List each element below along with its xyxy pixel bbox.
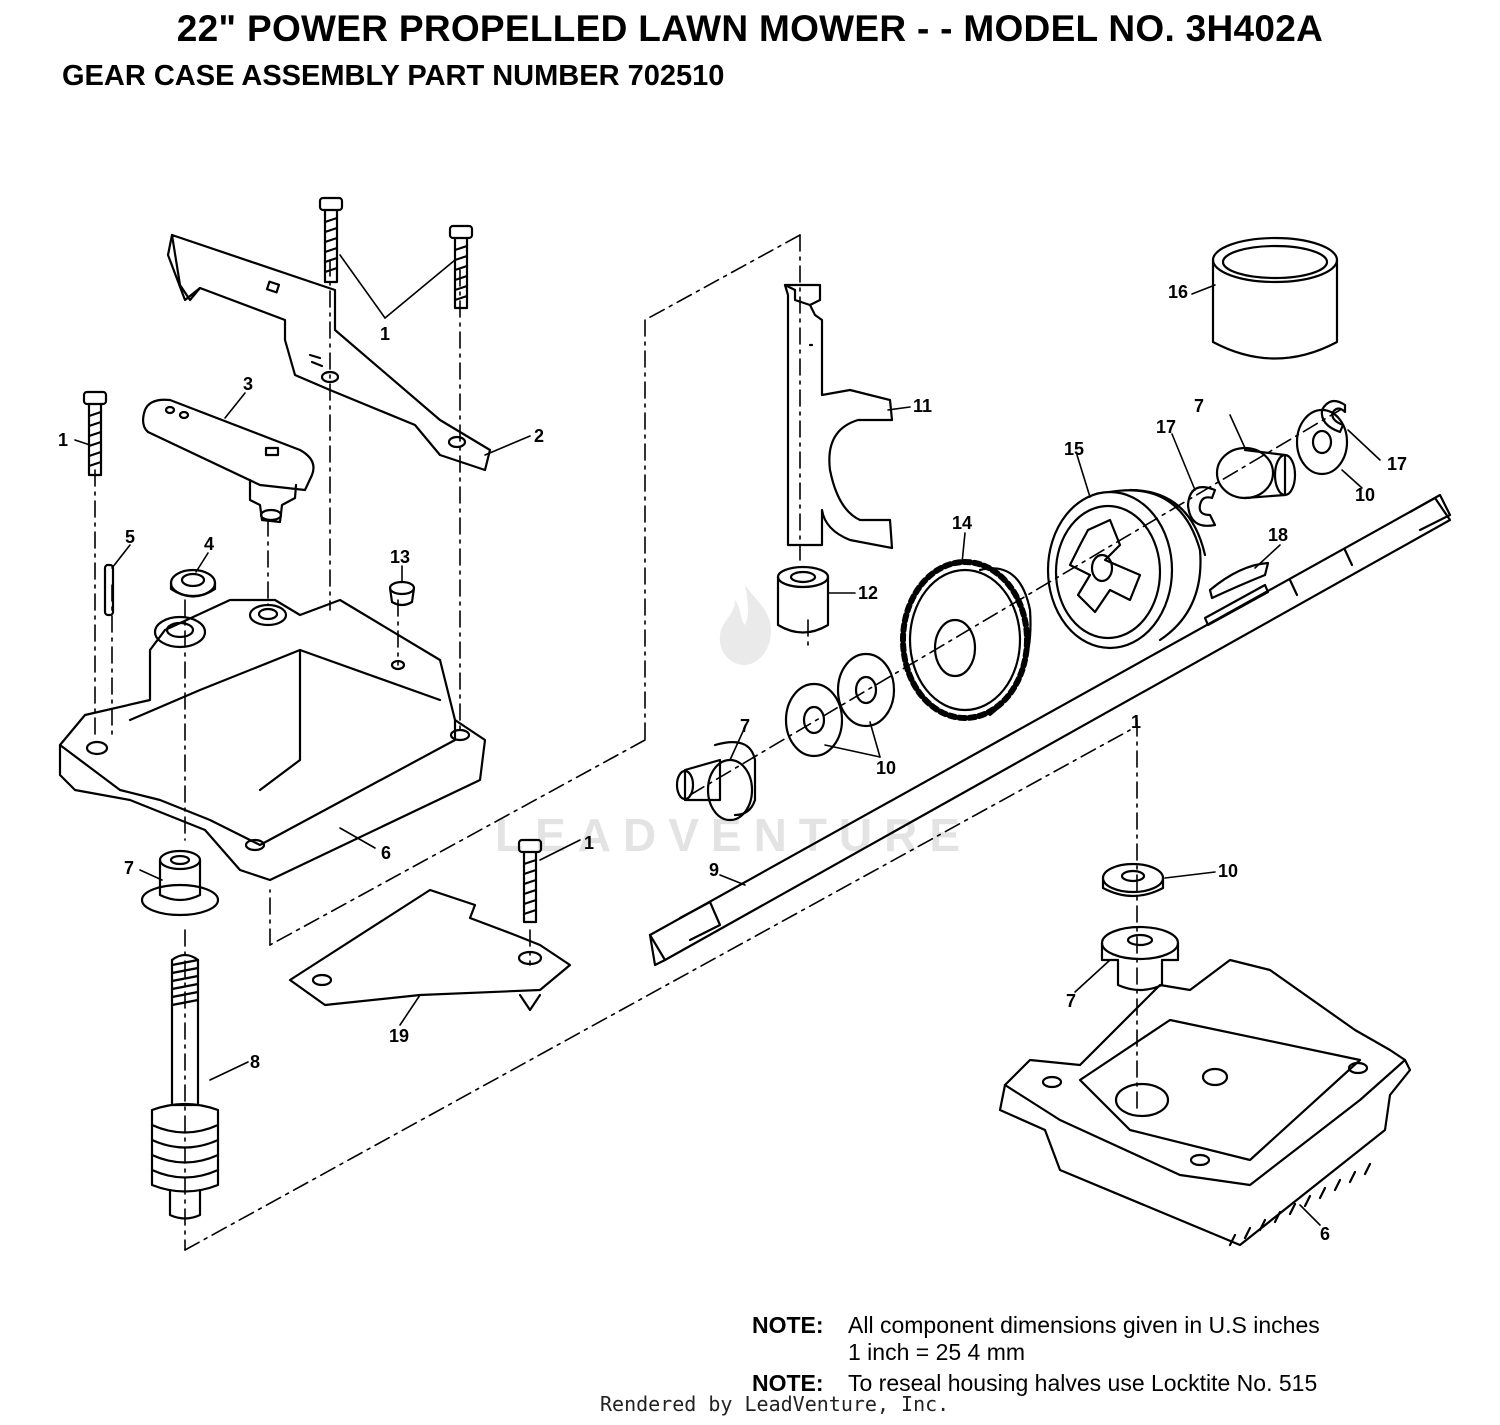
note-dimensions-text: All component dimensions given in U.S in…	[848, 1312, 1320, 1338]
page-title: 22" POWER PROPELLED LAWN MOWER - - MODEL…	[176, 8, 1324, 49]
leader-lines	[74, 254, 1381, 1226]
callout-18: 18	[1268, 525, 1288, 545]
part-18-key	[1208, 561, 1270, 600]
part-7-bushing-top	[1215, 446, 1297, 500]
note-reseal-text: To reseal housing halves use Locktite No…	[848, 1370, 1318, 1396]
part-8-worm-shaft	[150, 953, 220, 1220]
callout-6-lower: 6	[1320, 1224, 1330, 1244]
callout-13: 13	[390, 547, 410, 567]
callout-7-right: 7	[1066, 991, 1076, 1011]
part-16-cup	[1211, 236, 1339, 360]
part-19-plate	[288, 888, 572, 1012]
part-10-washers	[784, 408, 1349, 898]
part-4-washer	[169, 568, 217, 598]
part-7-bushing-mid	[675, 741, 757, 822]
watermark-flame-logo	[719, 585, 771, 665]
part-5-pin	[103, 563, 115, 617]
part-14-gear	[900, 559, 1032, 721]
callout-1-right: 1	[1131, 712, 1141, 732]
callout-9: 9	[709, 860, 719, 880]
note-dimensions: NOTE: All component dimensions given in …	[752, 1312, 1320, 1339]
part-12-sleeve	[776, 565, 830, 634]
part-9-axle	[648, 493, 1452, 967]
part-7-bushing-right	[1100, 925, 1180, 992]
callout-1-bottom: 1	[584, 833, 594, 853]
part-17-rings	[1186, 399, 1347, 527]
callout-3: 3	[243, 374, 253, 394]
note-label-1: NOTE:	[752, 1312, 824, 1338]
callout-15: 15	[1064, 439, 1084, 459]
part-1-screws	[82, 196, 543, 924]
callout-1-top: 1	[380, 324, 390, 344]
note-label-2: NOTE:	[752, 1370, 824, 1396]
rendered-by-footer: Rendered by LeadVenture, Inc.	[600, 1392, 950, 1416]
callout-4: 4	[204, 534, 214, 554]
part-11-shift-fork	[783, 283, 894, 550]
part-2-bracket	[166, 233, 492, 472]
assembly-subtitle: GEAR CASE ASSEMBLY PART NUMBER 702510	[62, 60, 725, 92]
part-3-lever	[141, 398, 315, 524]
callout-7-left: 7	[124, 858, 134, 878]
part-6-upper-case	[58, 598, 487, 882]
note-conversion: 1 inch = 25 4 mm	[752, 1339, 1320, 1366]
part-6-lower-case	[998, 958, 1412, 1247]
part-7-bushing-left	[140, 849, 220, 917]
callout-7-top: 7	[1194, 396, 1204, 416]
callout-10-right: 10	[1218, 861, 1238, 881]
note-reseal: NOTE: To reseal housing halves use Lockt…	[752, 1370, 1320, 1397]
callout-7-mid: 7	[740, 716, 750, 736]
center-lines	[94, 234, 1341, 1251]
part-13-plug	[388, 580, 416, 607]
callout-17-left: 17	[1156, 417, 1176, 437]
callout-6-upper: 6	[381, 843, 391, 863]
callout-10-mid: 10	[876, 758, 896, 778]
callout-17-right: 17	[1387, 454, 1407, 474]
callout-19: 19	[389, 1026, 409, 1046]
part-15-pulley	[1046, 488, 1207, 650]
callout-5: 5	[125, 527, 135, 547]
callout-1-left: 1	[58, 430, 68, 450]
notes-block: NOTE: All component dimensions given in …	[752, 1312, 1320, 1397]
watermark-text: LEADVENTURE	[495, 809, 973, 861]
callout-11: 11	[913, 396, 932, 416]
callout-8: 8	[250, 1052, 260, 1072]
callout-12: 12	[858, 583, 878, 603]
callout-14: 14	[952, 513, 972, 533]
callout-2: 2	[534, 426, 544, 446]
callout-16: 16	[1168, 282, 1188, 302]
callout-10-top: 10	[1355, 485, 1375, 505]
note-conversion-text: 1 inch = 25 4 mm	[848, 1339, 1026, 1365]
